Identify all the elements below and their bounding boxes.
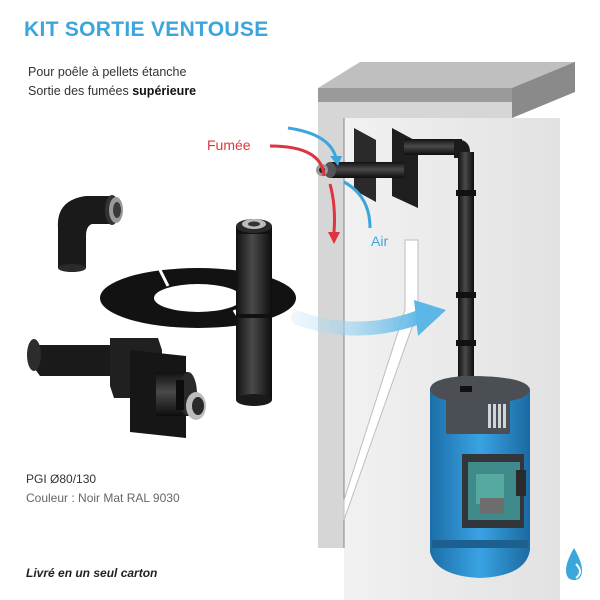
terminal-part <box>27 338 206 438</box>
airflow-arrows <box>269 126 446 336</box>
subtitle: Pour poêle à pellets étanche Sortie des … <box>28 63 196 101</box>
model-reference: PGI Ø80/130 <box>26 472 97 486</box>
water-drop-logo <box>566 548 582 580</box>
subtitle-emphasis: supérieure <box>132 84 197 98</box>
subtitle-prefix: Sortie des fumées <box>28 84 133 98</box>
subtitle-line-1: Pour poêle à pellets étanche <box>28 65 187 79</box>
elbow-part <box>57 195 123 272</box>
pellet-stove <box>430 376 530 578</box>
subtitle-line-2: Sortie des fumées supérieure <box>28 82 196 101</box>
spec-block: PGI Ø80/130 Couleur : Noir Mat RAL 9030 <box>26 470 180 508</box>
page-title: KIT SORTIE VENTOUSE <box>24 18 269 41</box>
color-reference: Couleur : Noir Mat RAL 9030 <box>26 491 180 505</box>
air-label: Air <box>371 233 389 249</box>
smoke-label: Fumée <box>207 137 251 153</box>
installed-flue-pipe <box>316 139 476 392</box>
footer-note: Livré en un seul carton <box>26 566 158 580</box>
telescopic-pipe <box>236 219 272 406</box>
